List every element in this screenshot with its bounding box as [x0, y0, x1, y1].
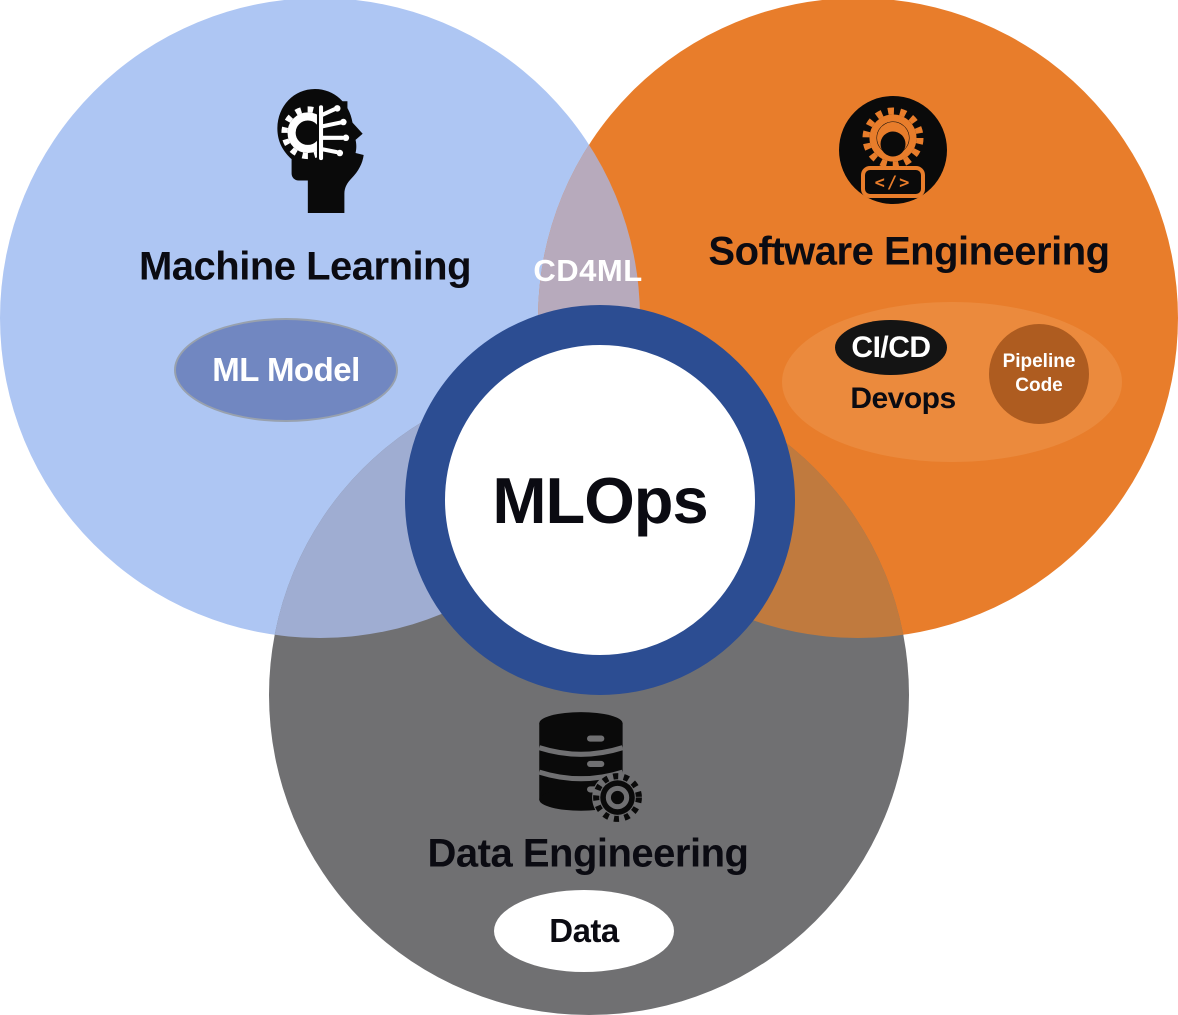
mlops-badge: MLOps — [405, 305, 795, 695]
machine-learning-title: Machine Learning — [138, 244, 472, 289]
ml-model-label: ML Model — [212, 351, 360, 388]
devops-label: Devops — [850, 382, 956, 415]
brain-circuit-icon — [277, 89, 364, 213]
data-label: Data — [549, 912, 619, 949]
mlops-label: MLOps — [492, 463, 708, 537]
data-engineering-title: Data Engineering — [427, 831, 749, 876]
pipeline-code-label: Pipeline Code — [1002, 351, 1076, 396]
ml-model-chip: ML Model — [174, 318, 398, 422]
database-gear-icon — [538, 712, 643, 822]
pipeline-code-bubble: Pipeline Code — [989, 324, 1089, 424]
cd4ml-label: CD4ML — [533, 253, 643, 288]
data-chip: Data — [494, 890, 674, 972]
svg-text:</>: </> — [875, 173, 912, 193]
cicd-badge: CI/CD — [835, 320, 947, 375]
software-engineering-title: Software Engineering — [708, 229, 1110, 274]
gear-code-icon: </> — [839, 96, 947, 204]
cicd-label: CI/CD — [851, 330, 931, 364]
